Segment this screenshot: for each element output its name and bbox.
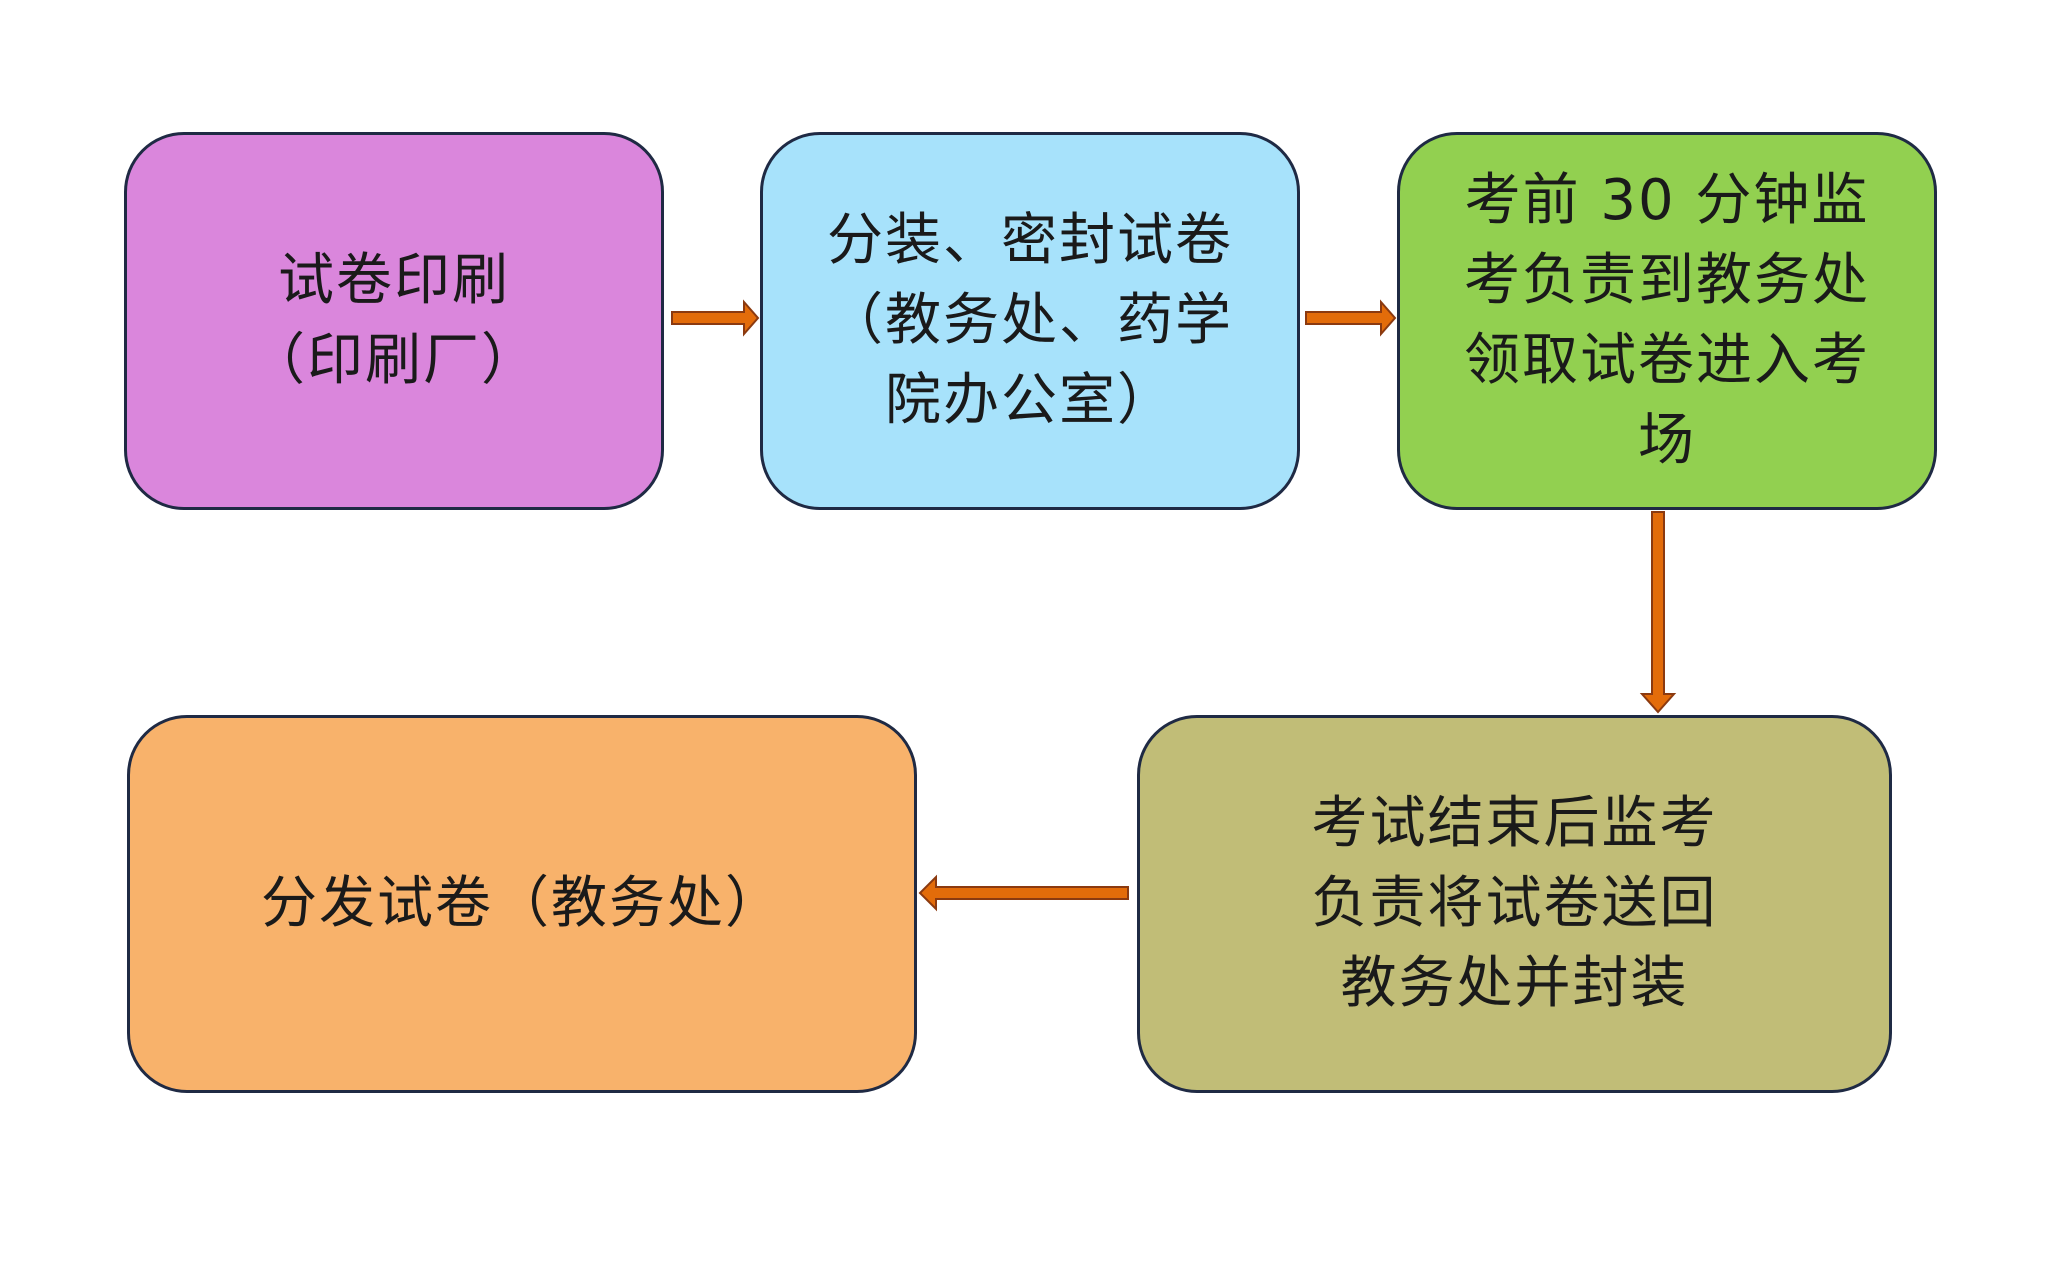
step-distribute: 分发试卷（教务处） bbox=[127, 715, 917, 1093]
arrow-collect-to-return bbox=[1639, 511, 1677, 714]
arrow-pack-to-collect bbox=[1305, 299, 1397, 337]
step-return-seal-label: 考试结束后监考 负责将试卷送回 教务处并封装 bbox=[1311, 791, 1718, 1016]
step-distribute-label: 分发试卷（教务处） bbox=[261, 871, 783, 936]
step-collect-papers-label: 考前 30 分钟监 考负责到教务处 领取试卷进入考 场 bbox=[1464, 168, 1870, 473]
step-print-exam-label: 试卷印刷 （印刷厂） bbox=[249, 248, 539, 393]
step-print-exam: 试卷印刷 （印刷厂） bbox=[124, 132, 664, 510]
arrow-return-to-distribute bbox=[918, 874, 1129, 912]
arrow-print-to-pack bbox=[671, 299, 760, 337]
step-pack-seal-label: 分装、密封试卷 （教务处、药学 院办公室） bbox=[827, 208, 1233, 433]
step-return-seal: 考试结束后监考 负责将试卷送回 教务处并封装 bbox=[1137, 715, 1892, 1093]
step-collect-papers: 考前 30 分钟监 考负责到教务处 领取试卷进入考 场 bbox=[1397, 132, 1937, 510]
step-pack-seal: 分装、密封试卷 （教务处、药学 院办公室） bbox=[760, 132, 1300, 510]
